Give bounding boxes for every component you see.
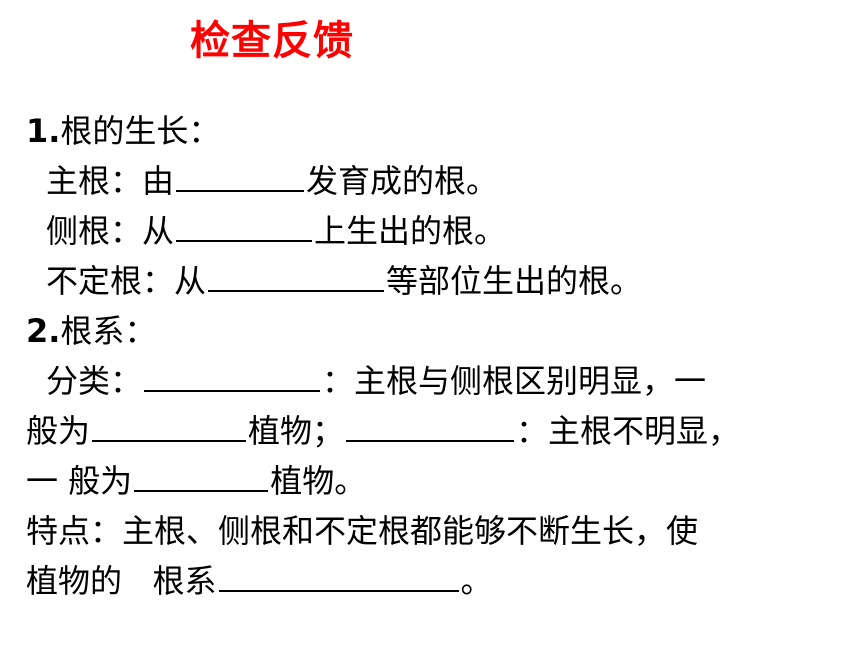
section2-number: 2. (26, 312, 61, 350)
classify-line2-suffix: ：主根不明显， (516, 412, 741, 450)
fibrous-root-system-blank[interactable] (346, 410, 515, 442)
main-root-suffix: 发育成的根。 (306, 162, 499, 200)
classify-line2-middle: 植物； (248, 412, 345, 450)
feature-line: 特点：主根、侧根和不定根都能够不断生长，使 (26, 506, 836, 556)
feature-line2-suffix: 。 (460, 562, 493, 600)
classify-line3-suffix: 植物。 (270, 462, 367, 500)
root-system-feature-blank[interactable] (218, 560, 459, 592)
section1-number: 1. (26, 112, 61, 150)
section1-heading: 1.根的生长： (26, 106, 836, 156)
classify-line-3: 一 般为 植物。 (26, 456, 836, 506)
fibrous-plant-type-blank[interactable] (134, 460, 269, 492)
classify-line: 分类： ：主根与侧根区别明显，一 (26, 356, 836, 406)
feature-line2-prefix: 植物的 根系 (26, 562, 217, 600)
worksheet-content: 1.根的生长： 主根：由 发育成的根。 侧根：从 上生出的根。 不定根：从 等部位生出… (26, 106, 836, 606)
adventitious-root-suffix: 等部位生出的根。 (386, 262, 643, 300)
classify-middle: ：主根与侧根区别明显，一 (322, 362, 707, 400)
slide-title: 检查反馈 (190, 18, 354, 64)
adventitious-root-blank[interactable] (208, 260, 385, 292)
main-root-line: 主根：由 发育成的根。 (26, 156, 836, 206)
main-root-prefix: 主根：由 (46, 162, 175, 200)
taproot-plant-type-blank[interactable] (92, 410, 247, 442)
lateral-root-line: 侧根：从 上生出的根。 (26, 206, 836, 256)
adventitious-root-prefix: 不定根：从 (46, 262, 207, 300)
section1-heading-text: 根的生长： (60, 112, 221, 150)
lateral-root-prefix: 侧根：从 (46, 212, 175, 250)
classify-prefix: 分类： (46, 362, 143, 400)
classify-line-2: 般为 植物； ：主根不明显， (26, 406, 836, 456)
taproot-system-blank[interactable] (144, 360, 321, 392)
feature-line-2: 植物的 根系 。 (26, 556, 836, 606)
lateral-root-suffix: 上生出的根。 (314, 212, 507, 250)
lateral-root-blank[interactable] (176, 210, 313, 242)
section2-heading-text: 根系： (60, 312, 157, 350)
classify-line3-prefix: 一 般为 (26, 462, 133, 500)
classify-line2-prefix: 般为 (26, 412, 91, 450)
feature-text: 特点：主根、侧根和不定根都能够不断生长，使 (26, 512, 699, 550)
section2-heading: 2.根系： (26, 306, 836, 356)
main-root-blank[interactable] (176, 160, 305, 192)
adventitious-root-line: 不定根：从 等部位生出的根。 (26, 256, 836, 306)
